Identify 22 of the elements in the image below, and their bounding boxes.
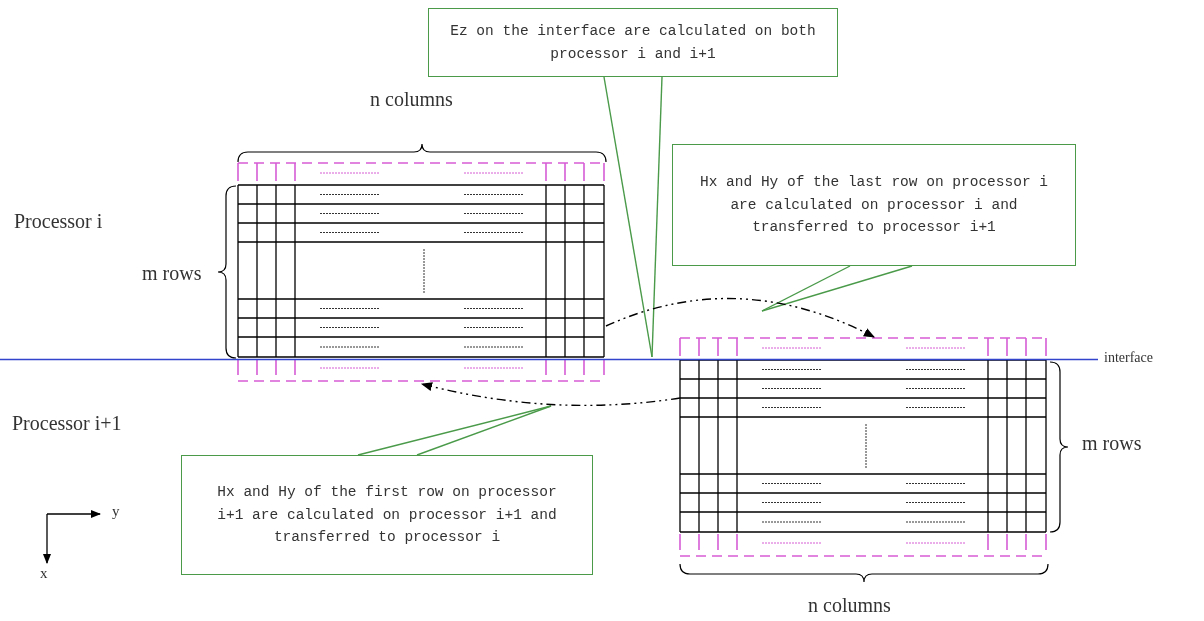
callout-text: Hx and Hy of the first row on processor i+1 are calculated on processor i+1 and transferred to processor i [216,483,558,548]
leader-line [603,76,663,358]
callout-box [181,455,593,575]
axis-label: y [112,503,120,520]
callout-box [428,8,838,77]
label: Processor i [14,210,103,233]
label: n columns [370,88,453,111]
callout-text: Hx and Hy of the last row on processor i are calculated on processor i and transferred to processor i+1 [698,173,1050,238]
grid-drawing [236,161,608,385]
label: n columns [808,594,891,617]
grid-drawing [678,336,1050,560]
label: interface [1104,350,1153,366]
label: m rows [1082,432,1142,455]
arrow [605,298,875,338]
axis-label: x [40,565,48,582]
leader-line [357,405,552,456]
label: Processor i+1 [12,412,122,435]
leader-line [761,265,913,312]
arrow [420,382,681,407]
callout-box [672,144,1076,266]
label: m rows [142,262,202,285]
callout-text: Ez on the interface are calculated on both processor i and i+1 [449,22,817,64]
